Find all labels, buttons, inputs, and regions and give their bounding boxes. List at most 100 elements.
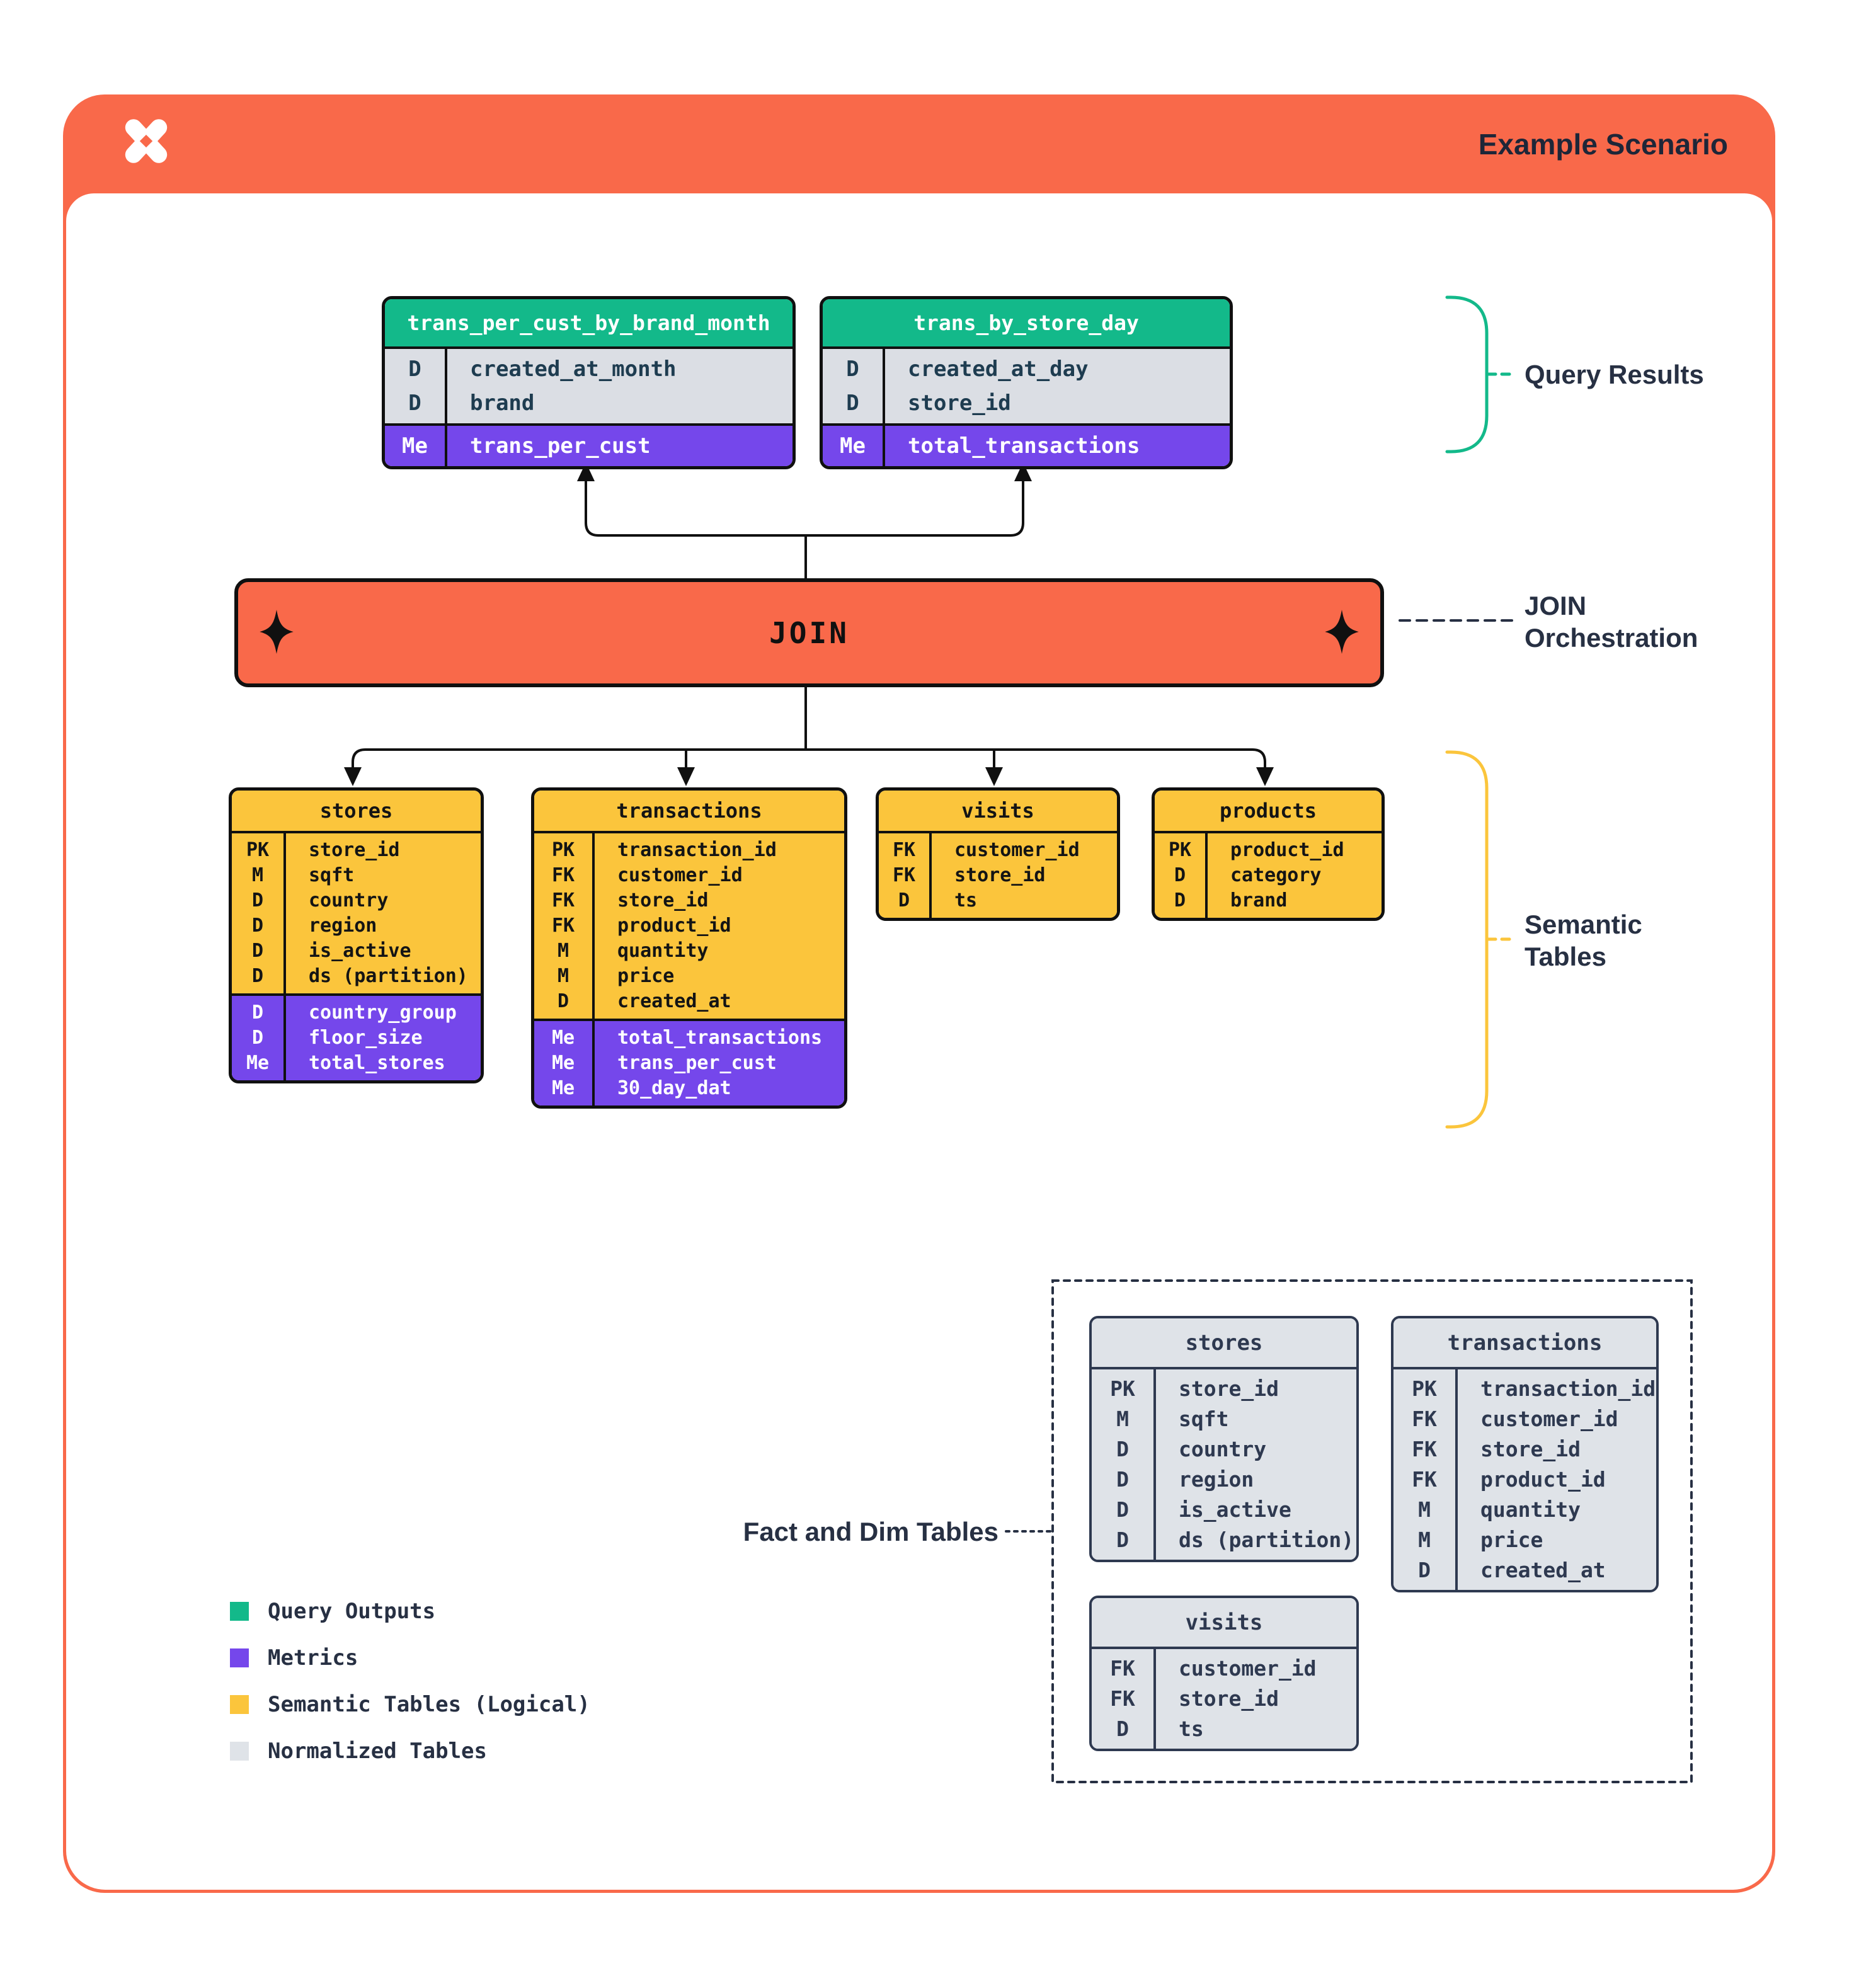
- field-key: D: [898, 889, 910, 911]
- field-key: Me: [551, 1027, 575, 1049]
- field-name: category: [1230, 864, 1322, 886]
- field-key: D: [251, 915, 264, 937]
- table-title: transactions: [534, 791, 844, 833]
- field-key: D: [846, 391, 859, 416]
- field-name: quantity: [1480, 1497, 1581, 1522]
- legend-label: Semantic Tables (Logical): [268, 1692, 590, 1717]
- field-key: FK: [892, 839, 916, 861]
- field-name: store_id: [617, 889, 709, 911]
- field-name: total_transactions: [617, 1027, 823, 1049]
- join-label: JOIN: [769, 615, 849, 650]
- arrowheads: [344, 462, 1274, 786]
- field-key: FK: [1110, 1686, 1135, 1711]
- field-name: brand: [1230, 889, 1288, 911]
- page-title: Example Scenario: [1478, 127, 1728, 161]
- sparkle-diamond-icon: [1325, 610, 1359, 654]
- field-key: FK: [551, 915, 575, 937]
- field-name: ts: [954, 889, 978, 911]
- field-name: transaction_id: [617, 839, 777, 861]
- field-key: D: [846, 357, 859, 382]
- field-key: D: [251, 889, 264, 911]
- field-name: store_id: [908, 391, 1011, 416]
- legend-item: Metrics: [230, 1635, 590, 1681]
- field-key: Me: [551, 1052, 575, 1074]
- field-name: is_active: [309, 940, 411, 962]
- field-key: D: [408, 391, 421, 416]
- field-name: customer_id: [1480, 1407, 1618, 1431]
- field-key: Me: [551, 1077, 575, 1099]
- field-key: D: [251, 1002, 264, 1024]
- field-key: FK: [551, 864, 575, 886]
- field-key: D: [1116, 1717, 1129, 1741]
- field-name: brand: [470, 391, 535, 416]
- field-key: PK: [246, 839, 270, 861]
- field-name: customer_id: [1179, 1656, 1317, 1681]
- legend-label: Metrics: [268, 1645, 358, 1671]
- field-name: total_stores: [309, 1052, 445, 1074]
- table-section-metrics: Me trans_per_cust: [385, 423, 792, 466]
- field-name: store_id: [1179, 1686, 1279, 1711]
- fact-dim-dotted-box: [1051, 1279, 1693, 1783]
- field-key: M: [557, 940, 569, 962]
- field-name: ds (partition): [1179, 1528, 1354, 1552]
- field-name: country: [1179, 1437, 1267, 1461]
- table-title: trans_per_cust_by_brand_month: [385, 299, 792, 349]
- field-key: PK: [1412, 1376, 1437, 1401]
- legend-label: Query Outputs: [268, 1599, 436, 1624]
- field-name: created_at_month: [470, 357, 677, 382]
- query-results-label: Query Results: [1525, 360, 1704, 389]
- field-key: D: [408, 357, 421, 382]
- field-key: FK: [1412, 1407, 1437, 1431]
- legend-swatch: [230, 1648, 249, 1667]
- table-title: stores: [232, 791, 481, 833]
- field-name: created_at: [1480, 1558, 1606, 1582]
- field-key: Me: [246, 1052, 270, 1074]
- legend-item: Normalized Tables: [230, 1728, 590, 1774]
- legend-label: Normalized Tables: [268, 1739, 487, 1764]
- field-name: country: [309, 889, 389, 911]
- field-key: M: [1116, 1407, 1129, 1431]
- field-name: region: [1179, 1467, 1254, 1492]
- field-key: FK: [892, 864, 916, 886]
- field-name: trans_per_cust: [470, 433, 651, 459]
- table-title: visits: [1092, 1598, 1356, 1649]
- field-name: store_id: [309, 839, 400, 861]
- field-key: FK: [1110, 1656, 1135, 1681]
- field-name: region: [309, 915, 377, 937]
- table-title: visits: [879, 791, 1117, 833]
- legend-swatch: [230, 1695, 249, 1714]
- brand-logo-icon: [121, 116, 171, 166]
- field-key: M: [1418, 1497, 1431, 1522]
- field-name: customer_id: [954, 839, 1080, 861]
- field-key: FK: [1412, 1437, 1437, 1461]
- field-key: FK: [551, 889, 575, 911]
- legend-swatch: [230, 1602, 249, 1621]
- field-key: Me: [402, 433, 428, 459]
- field-key: D: [251, 965, 264, 987]
- field-name: 30_day_dat: [617, 1077, 731, 1099]
- field-key: D: [1116, 1437, 1129, 1461]
- legend-item: Semantic Tables (Logical): [230, 1681, 590, 1728]
- legend-item: Query Outputs: [230, 1588, 590, 1635]
- field-name: floor_size: [309, 1027, 423, 1049]
- legend-swatch: [230, 1742, 249, 1761]
- field-key: PK: [1110, 1376, 1135, 1401]
- field-key: D: [251, 940, 264, 962]
- field-name: created_at_day: [908, 357, 1089, 382]
